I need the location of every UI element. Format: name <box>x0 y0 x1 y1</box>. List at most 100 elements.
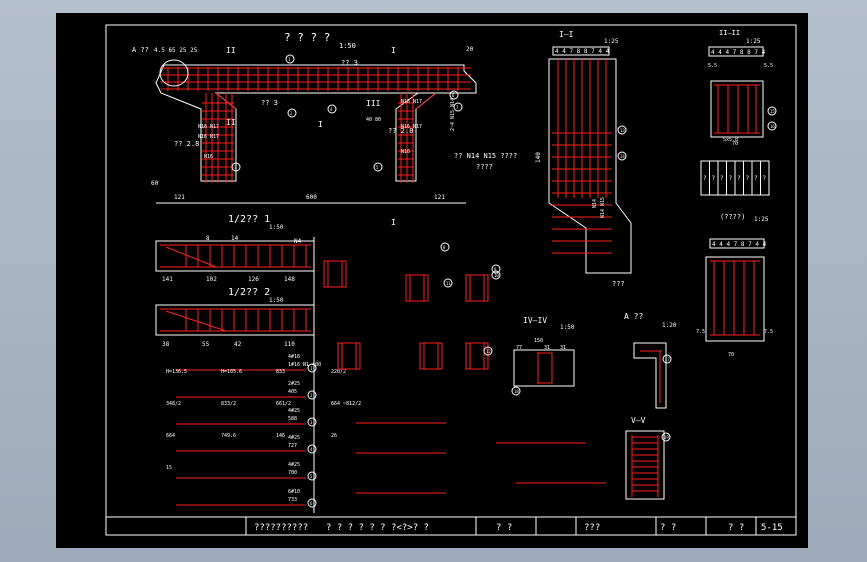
callout-circle <box>440 242 450 252</box>
callout-circle <box>453 102 463 112</box>
bar-callout-num: 5 <box>310 474 313 479</box>
label-mid-a: ?? 3 <box>261 99 278 107</box>
bar-callout-num: 6 <box>310 501 313 506</box>
callout-number: 1 <box>288 57 291 62</box>
mini-section-5 <box>465 342 489 370</box>
callout-circle <box>483 346 493 356</box>
bar-length: 700 <box>288 470 297 476</box>
main-view-scale: 1:50 <box>339 42 356 50</box>
hv1-dim-2: 102 <box>206 276 217 283</box>
sheet-number: 5-15 <box>761 523 783 533</box>
bar-note: 26 <box>331 433 337 439</box>
label-right: ?? 2.8 <box>388 127 413 135</box>
section-i-bar-b: N14 N15 <box>600 197 606 218</box>
rebar-vertical <box>167 67 459 183</box>
section-ii-rowbox <box>708 46 764 57</box>
title-cell-1: ?????????? <box>254 523 308 533</box>
mark-3: N16 N17 <box>401 99 422 105</box>
question-table-cells: ???????? <box>703 161 767 195</box>
detail-a-label: A ?? <box>132 46 149 54</box>
bar-callout <box>307 390 317 400</box>
bar-callout <box>307 417 317 427</box>
callout-circle <box>449 90 459 100</box>
section-ii-row: 4 4 4 7 8 8 7 4 <box>711 49 766 56</box>
section-i-outline <box>548 58 632 274</box>
section-mark-iii: III <box>366 99 381 108</box>
bar-note: 220/2 <box>331 369 346 375</box>
bar-note: 146 <box>276 433 285 439</box>
detail-a: A ?? 1:20 <box>624 312 677 409</box>
section-mark-i-b: I <box>318 120 323 129</box>
detail-a-outline <box>633 342 667 409</box>
table-cell: ? <box>703 175 707 182</box>
callout-circle <box>617 151 627 161</box>
section-i-scale: 1:25 <box>604 38 619 45</box>
section-iii-dim-2: 70 <box>728 352 734 358</box>
section-i-bar-a: N14 <box>592 199 598 208</box>
table-cell: ? <box>712 175 716 182</box>
section-iv-rebar <box>537 352 553 384</box>
rebar-horizontal <box>161 67 471 90</box>
half-view-2-scale: 1:50 <box>269 297 284 304</box>
bar-note: 661/2 <box>276 401 291 407</box>
callout-number: 7 <box>456 105 459 110</box>
callout-number: 8 <box>443 245 446 250</box>
callout-number: 5 <box>376 165 379 170</box>
sheet-frame <box>105 24 797 536</box>
note-side: 2~4 N15 N14 <box>450 98 456 131</box>
section-i-title: I—I <box>559 30 574 39</box>
bar-label: 4#25 <box>288 435 300 441</box>
mark-1: N16 N17 <box>198 124 219 130</box>
title-cell-6: ? ? <box>728 523 744 533</box>
dim-121-right: 121 <box>434 194 445 201</box>
callout-circle <box>373 162 383 172</box>
bar-note: 664 ~812/2 <box>331 401 361 407</box>
label-mid-b: ?? 3 <box>341 59 358 67</box>
haunch-bar-right <box>415 92 437 110</box>
table-cell: ? <box>737 175 741 182</box>
hv1-dim-3: 126 <box>248 276 259 283</box>
callout-circle <box>285 54 295 64</box>
bar-length: 727 <box>288 443 297 449</box>
section-iii-outline <box>705 256 765 342</box>
title-cell-2: ? ? ? ? ? ? ?<?>? ? <box>326 523 429 533</box>
callout-number: 11 <box>446 281 451 286</box>
hv2-dim-3: 42 <box>234 341 242 348</box>
callout-circle <box>661 432 671 442</box>
section-ii-rebar <box>714 84 760 134</box>
bar-note: 348/2 <box>166 401 181 407</box>
detail-a-scale: 1:20 <box>662 322 677 329</box>
top-dims: 4.5 65 25 25 <box>154 47 198 54</box>
drawing-sheet[interactable]: ?????????? ? ? ? ? ? ? ?<?>? ? ? ? ??? ?… <box>56 13 808 548</box>
bar-note: 833 <box>276 369 285 375</box>
section-v-rebar <box>631 435 659 497</box>
table-cell: ? <box>720 175 724 182</box>
half-view-1-title: 1/2?? 1 <box>228 214 270 225</box>
callout-circle <box>767 106 777 116</box>
callout-number: 3 <box>234 165 237 170</box>
callout-number: 9 <box>494 267 497 272</box>
table-cell: ? <box>746 175 750 182</box>
bar-length: 405 <box>288 389 297 395</box>
section-ii-scale: 1:25 <box>746 38 761 45</box>
bar-callout-num: 1 <box>310 366 313 371</box>
section-ii-outline <box>710 80 764 138</box>
section-iii-rebar <box>710 260 760 336</box>
section-i-height: 140 <box>535 152 542 163</box>
callout-number: 10 <box>494 273 499 278</box>
section-ii-dim-2: 70 <box>732 141 738 147</box>
title-block <box>106 516 796 535</box>
note-40: 40 80 <box>366 117 381 123</box>
hv2-bar-diag <box>165 310 227 332</box>
mark-2: N16 N17 <box>198 134 219 140</box>
half-view-1-rebar <box>160 244 311 268</box>
hv1-mark-3: N4 <box>294 238 302 245</box>
callout-circle <box>491 270 501 280</box>
bar-note: H=136.5 <box>166 369 187 375</box>
mini-section-4 <box>465 274 489 302</box>
bar-label: 4#25 <box>288 462 300 468</box>
note-cover: ?? N14 N15 ???? <box>454 152 517 160</box>
bar-length: 733 <box>288 497 297 503</box>
section-mark-ii-b: II <box>226 118 236 127</box>
